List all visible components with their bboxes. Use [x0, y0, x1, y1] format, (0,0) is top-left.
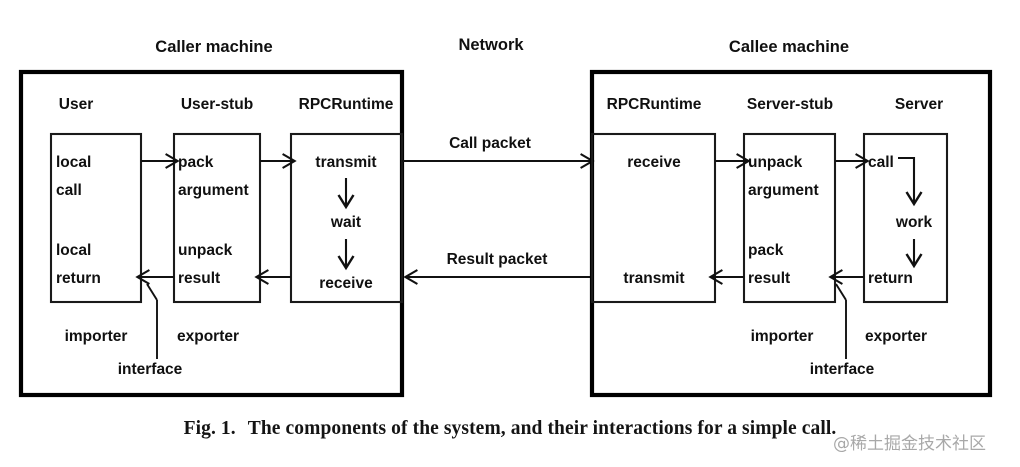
figure-caption: Fig. 1. The components of the system, and… — [0, 418, 1020, 440]
callee-serverstub-line-3: result — [748, 270, 790, 287]
caller-user-line-3: return — [56, 270, 101, 287]
callee-note-importer: importer — [751, 328, 814, 345]
caller-note-exporter: exporter — [177, 328, 239, 345]
callee-serverstub-line-2: pack — [748, 242, 784, 259]
caller-col-header-user-stub: User-stub — [181, 96, 253, 113]
callee-arrow-call-to-work — [898, 156, 923, 207]
callee-col-header-rpcruntime: RPCRuntime — [607, 96, 702, 113]
callee-note-exporter: exporter — [865, 328, 927, 345]
caller-userstub-line-2: unpack — [178, 242, 233, 259]
caller-user-line-0: local — [56, 154, 91, 171]
callee-server-line-2: return — [868, 270, 913, 287]
figure-number: Fig. 1. — [183, 418, 236, 439]
callee-note-interface: interface — [810, 361, 875, 378]
title-network: Network — [458, 36, 524, 54]
caller-note-interface: interface — [118, 361, 183, 378]
caller-box-user — [49, 132, 143, 304]
caller-machine-frame — [18, 69, 405, 398]
callee-rpcruntime-line-1: transmit — [623, 270, 684, 287]
caller-rpcruntime-line-0: transmit — [315, 154, 376, 171]
callee-server-line-1: work — [895, 214, 933, 231]
title-callee-machine: Callee machine — [729, 38, 849, 56]
caller-rpcruntime-line-1: wait — [330, 214, 361, 231]
caller-box-user-stub — [172, 132, 262, 304]
callee-col-header-server-stub: Server-stub — [747, 96, 833, 113]
caller-userstub-line-0: pack — [178, 154, 214, 171]
caller-box-rpcruntime — [289, 132, 404, 304]
caller-userstub-line-1: argument — [178, 182, 249, 199]
callee-box-server — [862, 132, 949, 304]
callee-rpcruntime-line-0: receive — [627, 154, 681, 171]
caller-user-line-2: local — [56, 242, 91, 259]
callee-interface-leader-tip — [835, 283, 847, 301]
callee-col-header-server: Server — [895, 96, 943, 113]
caller-col-header-user: User — [59, 96, 93, 113]
callee-box-server-stub — [742, 132, 837, 304]
caller-rpcruntime-line-2: receive — [319, 275, 373, 292]
callee-box-rpcruntime — [590, 132, 717, 304]
caller-user-line-1: call — [56, 182, 82, 199]
caller-userstub-line-3: result — [178, 270, 220, 287]
caller-interface-leader-tip — [146, 283, 158, 301]
caller-col-header-rpcruntime: RPCRuntime — [299, 96, 394, 113]
callee-serverstub-line-1: argument — [748, 182, 819, 199]
callee-machine-frame — [589, 69, 993, 398]
network-label-result-packet: Result packet — [447, 251, 548, 268]
callee-server-line-0: call — [868, 154, 894, 171]
watermark-text: @稀土掘金技术社区 — [833, 434, 986, 454]
callee-serverstub-line-0: unpack — [748, 154, 803, 171]
network-label-call-packet: Call packet — [449, 135, 531, 152]
figure-caption-text: The components of the system, and their … — [247, 418, 837, 439]
caller-note-importer: importer — [65, 328, 128, 345]
title-caller-machine: Caller machine — [155, 38, 272, 56]
